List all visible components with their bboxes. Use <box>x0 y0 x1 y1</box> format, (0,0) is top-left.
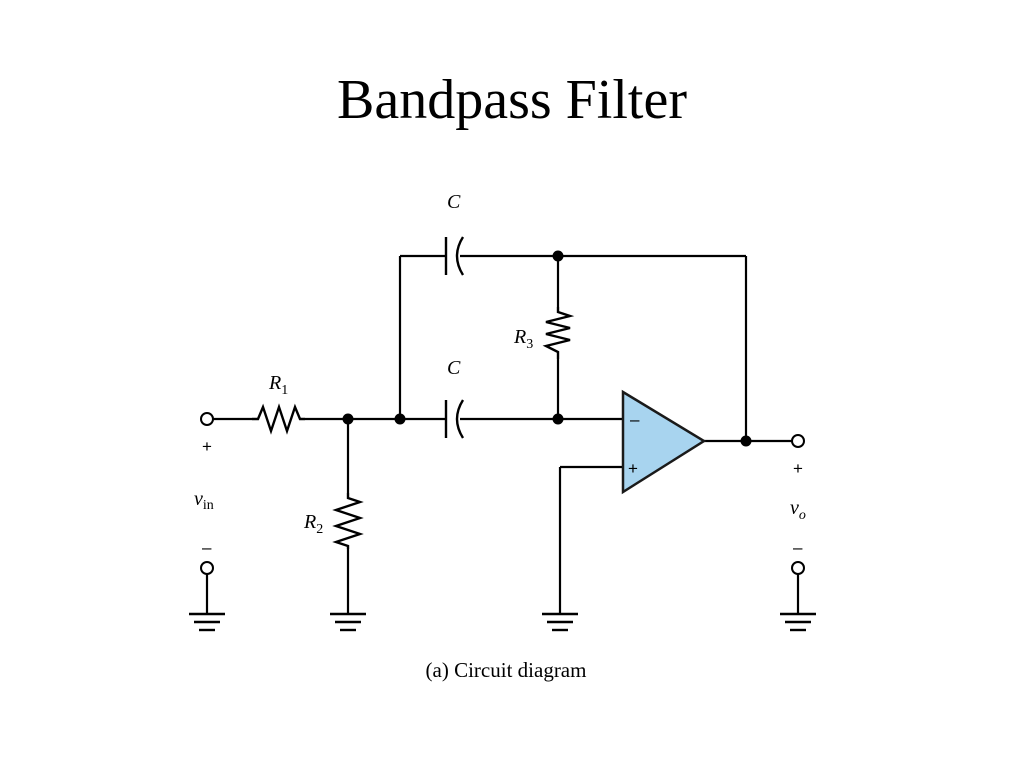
op-amp <box>621 389 707 495</box>
input-terminal-bottom <box>200 561 214 575</box>
output-plus-sign: + <box>793 459 803 478</box>
junction-dots <box>342 250 752 447</box>
capacitor-mid <box>444 399 465 439</box>
output-terminal-bottom <box>791 561 805 575</box>
resistor-r1 <box>252 403 305 435</box>
output-minus-sign: – <box>793 538 803 557</box>
ground-icon <box>330 612 366 632</box>
ground-icon <box>542 612 578 632</box>
input-terminal-top <box>200 412 214 426</box>
label-r3: R3 <box>513 326 533 352</box>
label-vo: vo <box>790 497 806 523</box>
output-terminal-top <box>791 434 805 448</box>
capacitor-top <box>444 236 465 276</box>
input-minus-sign: – <box>202 538 212 557</box>
ground-icon <box>780 612 816 632</box>
label-c-mid: C <box>447 357 461 379</box>
wires <box>205 254 800 614</box>
label-r2: R2 <box>303 511 323 537</box>
input-plus-sign: + <box>202 437 212 456</box>
label-vin: vin <box>194 488 214 513</box>
figure-caption: (a) Circuit diagram <box>426 658 587 682</box>
label-r1: R1 <box>268 372 288 398</box>
resistor-r2 <box>332 493 364 549</box>
slide-title: Bandpass Filter <box>337 69 687 131</box>
opamp-plus-sign: + <box>628 459 638 478</box>
label-c-top: C <box>447 191 461 213</box>
opamp-minus-sign: – <box>630 410 640 429</box>
ground-icon <box>189 612 225 632</box>
resistor-r3 <box>542 307 575 359</box>
